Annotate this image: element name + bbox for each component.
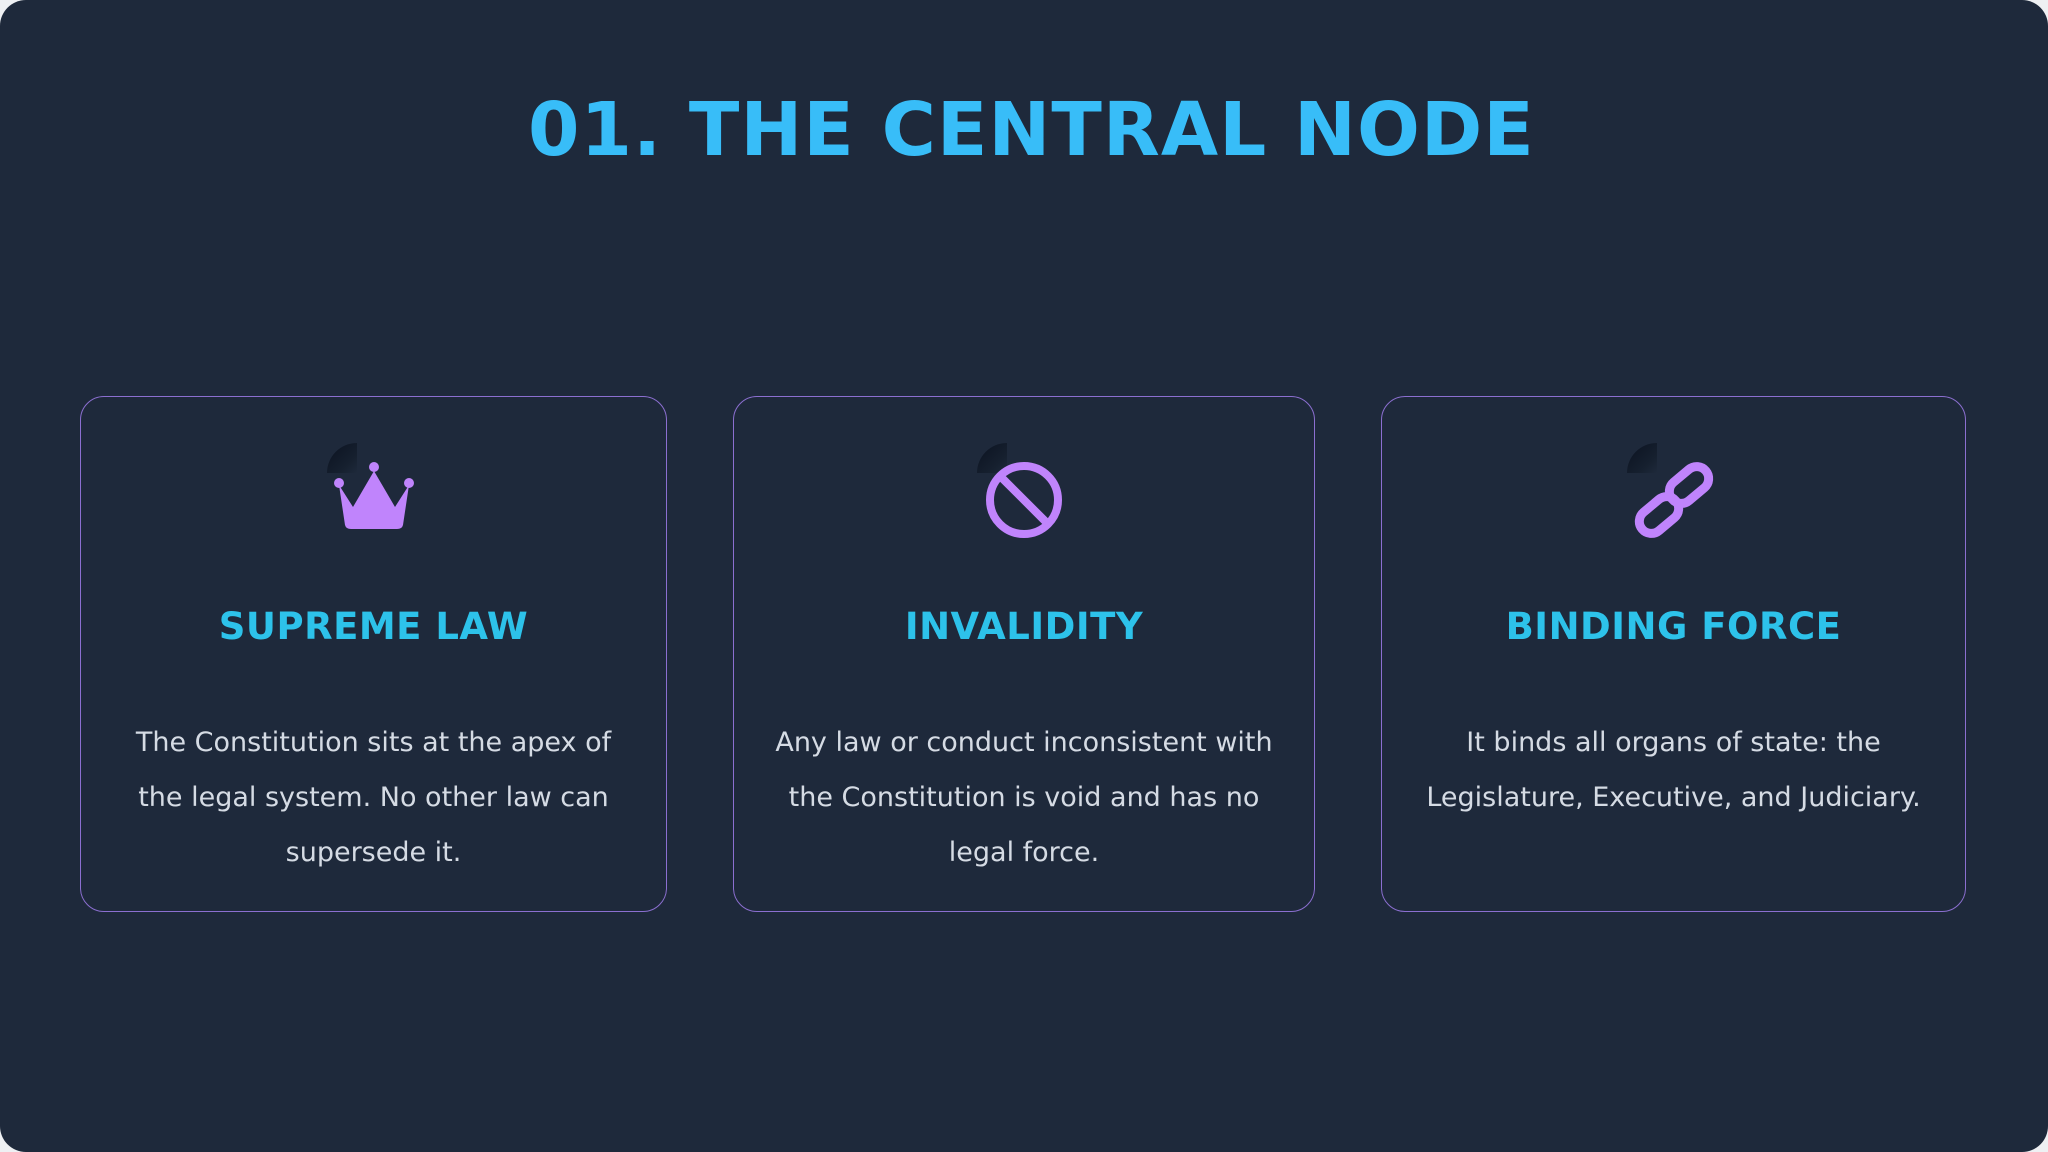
card-description: Any law or conduct inconsistent with the… xyxy=(775,727,1273,868)
link-icon xyxy=(1634,462,1713,538)
card-binding-force: BINDING FORCE It binds all organs of sta… xyxy=(1381,396,1966,912)
card-heading: BINDING FORCE xyxy=(1505,605,1842,648)
crown-icon xyxy=(333,462,414,529)
card-icon-container xyxy=(319,443,429,553)
card-description: It binds all organs of state: the Legisl… xyxy=(1426,727,1921,813)
slide-title: 01. THE CENTRAL NODE xyxy=(528,87,1535,173)
card-description: The Constitution sits at the apex of the… xyxy=(135,727,612,868)
card-supreme-law: SUPREME LAW The Constitution sits at the… xyxy=(80,396,667,912)
card-icon-container xyxy=(1619,443,1729,553)
card-heading: SUPREME LAW xyxy=(218,605,529,648)
ban-icon xyxy=(986,462,1062,538)
card-invalidity: INVALIDITY Any law or conduct inconsiste… xyxy=(733,396,1315,912)
card-heading: INVALIDITY xyxy=(904,605,1144,648)
card-icon-container xyxy=(969,443,1079,553)
